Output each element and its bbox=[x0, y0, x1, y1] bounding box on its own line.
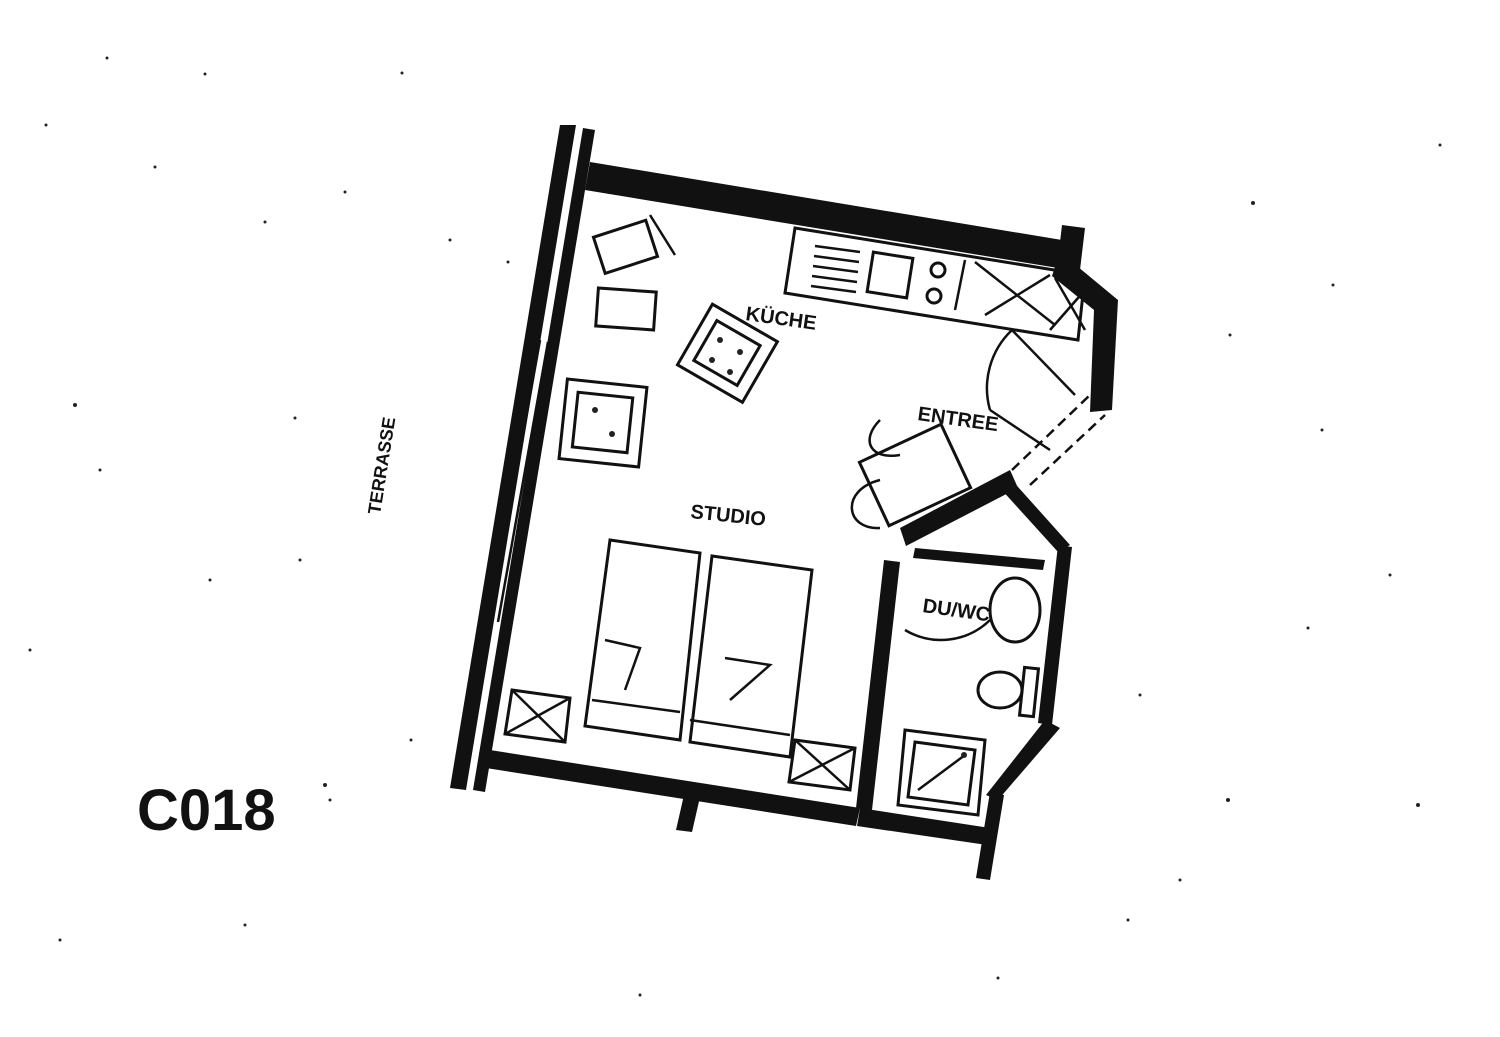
twin-beds bbox=[583, 538, 814, 759]
plan-id-label: C018 bbox=[137, 778, 276, 843]
bathroom-fixtures bbox=[896, 576, 1042, 817]
windows bbox=[488, 339, 1106, 838]
scan-noise bbox=[28, 56, 1442, 997]
wardrobes bbox=[503, 688, 857, 792]
entry-door bbox=[985, 329, 1076, 452]
walls bbox=[450, 125, 1118, 880]
kitchen-counter bbox=[783, 226, 1087, 342]
label-studio: STUDIO bbox=[689, 501, 766, 531]
kitchen-furniture bbox=[557, 214, 780, 469]
label-terrace: TERRASSE bbox=[364, 416, 399, 516]
label-bathroom: DU/WC bbox=[921, 595, 991, 626]
armchair bbox=[850, 419, 973, 530]
